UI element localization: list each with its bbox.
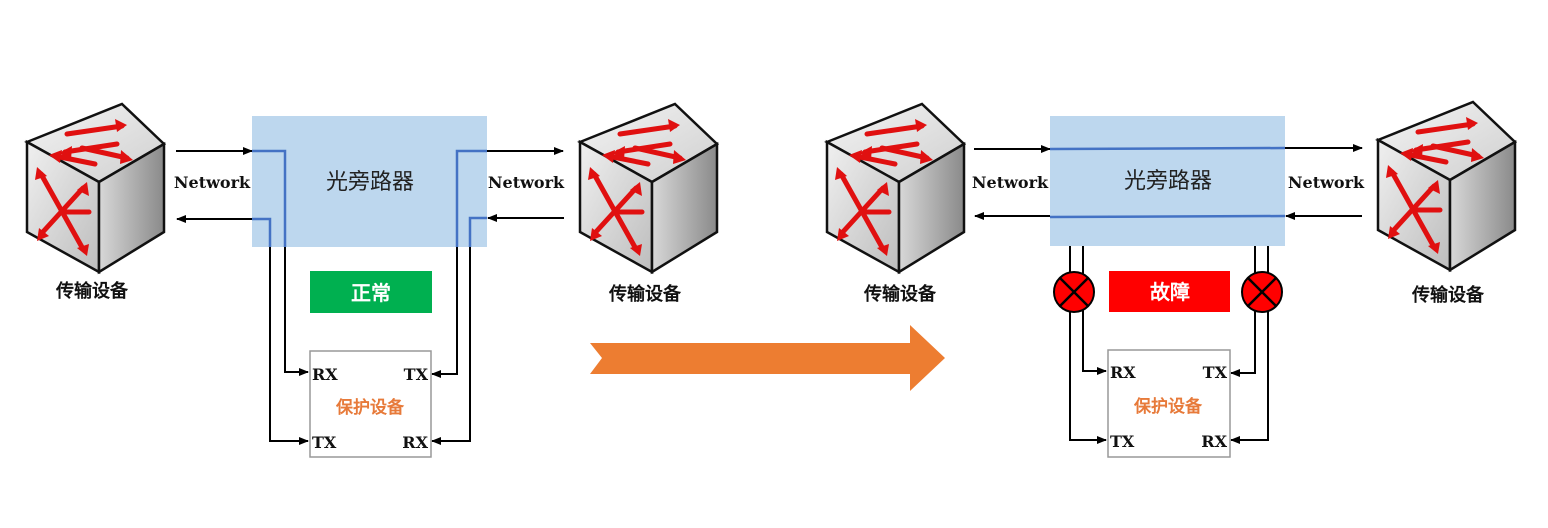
protection-device-box: [1107, 349, 1231, 458]
protection-device-label: 保护设备: [1133, 396, 1203, 417]
status-badge-normal: [310, 271, 432, 313]
protection-device-label: 保护设备: [335, 397, 405, 418]
protection-device-box: [309, 350, 432, 458]
network-label: Network: [1288, 173, 1365, 192]
network-switch-icon: [1378, 102, 1515, 270]
network-switch-icon: [827, 104, 964, 272]
status-normal-label: 正常: [351, 281, 391, 305]
tx-port-label: TX: [1203, 363, 1228, 382]
normal-scenario: 光旁路器 传输设备 传输设备 Network Network 正常 RX TX …: [27, 104, 717, 458]
fault-x-icon: [1052, 270, 1096, 314]
tx-port-label: TX: [404, 365, 429, 384]
rx-port-label: RX: [402, 433, 428, 452]
network-switch-icon: [27, 104, 164, 272]
rx-port-label: RX: [312, 365, 338, 384]
right-arrow-icon: [590, 325, 945, 391]
rx-port-label: RX: [1201, 432, 1227, 451]
network-label: Network: [488, 173, 565, 192]
optical-bypass-box-normal: [252, 116, 487, 247]
status-fault-label: 故障: [1150, 280, 1190, 304]
transport-device-label: 传输设备: [863, 283, 937, 305]
tx-port-label: TX: [1110, 432, 1135, 451]
optical-bypass-label: 光旁路器: [326, 170, 414, 195]
tx-port-label: TX: [312, 433, 337, 452]
status-badge-fault: [1109, 271, 1230, 312]
network-label: Network: [972, 173, 1049, 192]
network-switch-icon: [580, 104, 717, 272]
transport-device-label: 传输设备: [1411, 284, 1485, 306]
rx-port-label: RX: [1110, 363, 1136, 382]
network-label: Network: [174, 173, 251, 192]
optical-bypass-label: 光旁路器: [1124, 169, 1212, 194]
transport-device-label: 传输设备: [608, 283, 682, 305]
fault-scenario: 光旁路器 传输设备 传输设备 Network Network 故障 RX TX …: [827, 102, 1515, 458]
transport-device-label: 传输设备: [55, 280, 129, 302]
fault-x-icon: [1240, 270, 1284, 314]
optical-bypass-box-fault: [1050, 116, 1285, 246]
